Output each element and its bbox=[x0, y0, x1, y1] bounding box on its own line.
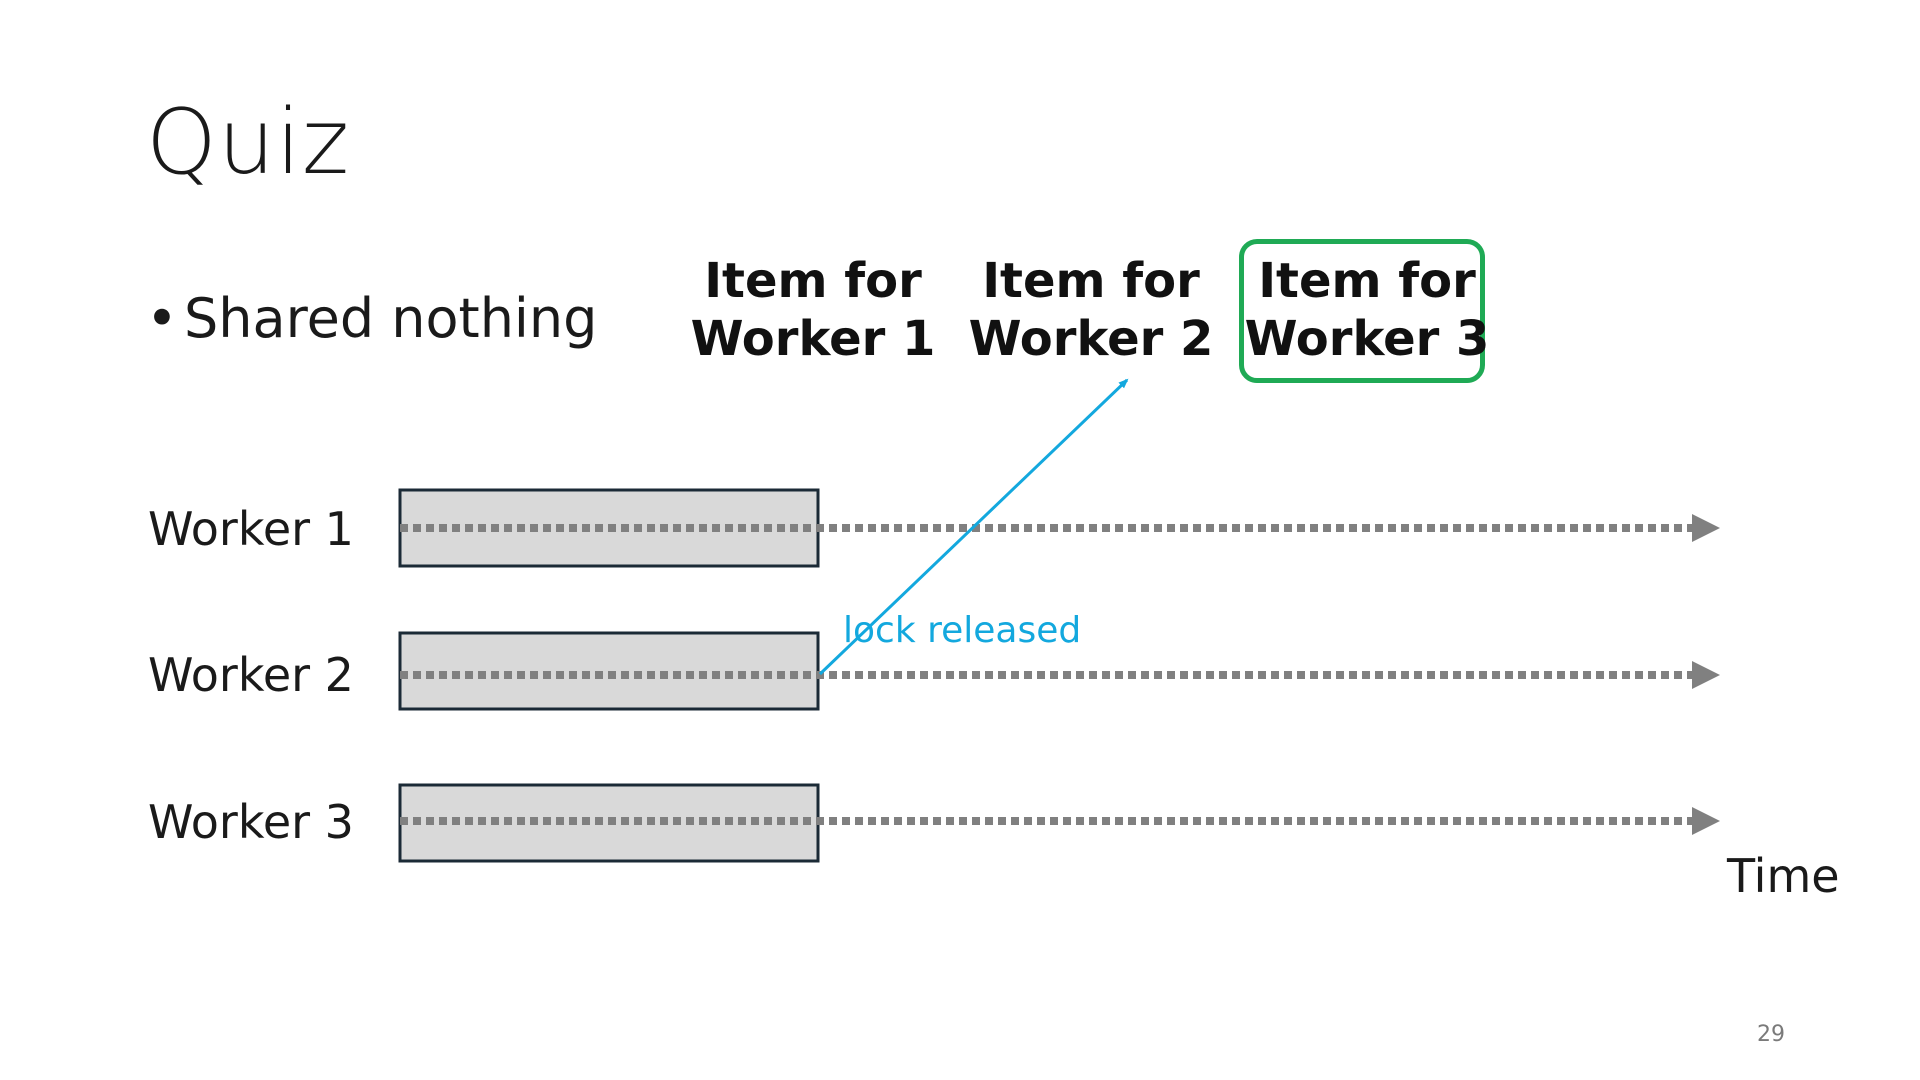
worker-label-2: Worker 2 bbox=[148, 648, 354, 702]
item-label-line2: Worker 1 bbox=[690, 311, 936, 367]
worker-2-timeline-arrowhead bbox=[1692, 661, 1720, 689]
slide-title: Quiz bbox=[146, 90, 351, 195]
bullet-marker: • bbox=[146, 287, 178, 350]
item-label-line1: Item for bbox=[704, 253, 922, 309]
item-label-line2: Worker 3 bbox=[1244, 311, 1490, 367]
item-label-worker-1: Item for Worker 1 bbox=[688, 252, 938, 368]
worker-1-timeline-arrowhead bbox=[1692, 514, 1720, 542]
time-axis-label: Time bbox=[1727, 849, 1840, 903]
worker-label-3: Worker 3 bbox=[148, 795, 354, 849]
lock-released-arrow bbox=[818, 378, 1129, 676]
item-label-worker-2: Item for Worker 2 bbox=[966, 252, 1216, 368]
page-number: 29 bbox=[1757, 1022, 1785, 1047]
bullet-text: Shared nothing bbox=[184, 287, 598, 350]
worker-label-1: Worker 1 bbox=[148, 502, 354, 556]
item-label-line1: Item for bbox=[982, 253, 1200, 309]
item-label-worker-3: Item for Worker 3 bbox=[1242, 252, 1492, 368]
item-label-line2: Worker 2 bbox=[968, 311, 1214, 367]
worker-3-timeline-arrowhead bbox=[1692, 807, 1720, 835]
lock-released-label: lock released bbox=[843, 610, 1082, 651]
bullet-item: •Shared nothing bbox=[146, 292, 597, 346]
item-highlight-box bbox=[1239, 239, 1485, 383]
item-label-line1: Item for bbox=[1258, 253, 1476, 309]
